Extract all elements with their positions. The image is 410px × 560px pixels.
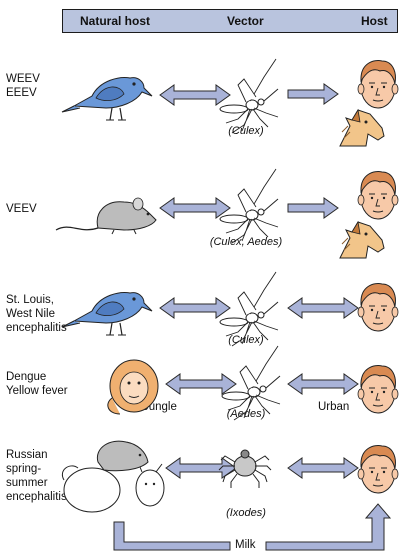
human-head-icon <box>357 365 399 414</box>
human-head-icon <box>357 445 399 494</box>
horse-head-icon <box>339 109 385 147</box>
row-4-label: Dengue Yellow fever <box>6 370 68 398</box>
double-arrow-icon <box>159 84 231 106</box>
double-arrow-icon <box>287 457 359 479</box>
bird-icon <box>61 76 153 121</box>
row-1-label: WEEV EEEV <box>6 72 40 100</box>
double-arrow-icon <box>287 373 359 395</box>
mosquito-icon <box>219 168 279 244</box>
milk-arrow-icon <box>113 503 392 551</box>
row-5-label-line-4: encephalitis <box>6 491 67 503</box>
column-header-bar: Natural host Vector Host <box>62 9 398 33</box>
human-head-icon <box>357 60 399 109</box>
row-4-label-line-1: Dengue <box>6 371 47 383</box>
row-3-label-line-1: St. Louis, <box>6 294 54 306</box>
row-5-label-line-1: Russian <box>6 449 48 461</box>
row-5-label-line-2: spring- <box>6 463 42 475</box>
urban-label: Urban <box>318 401 350 413</box>
row-5-label-line-3: summer <box>6 477 48 489</box>
row-5-label: Russian spring- summer encephalitis <box>6 448 67 504</box>
double-arrow-icon <box>287 297 359 319</box>
milk-label: Milk <box>235 539 256 551</box>
right-arrow-icon <box>287 83 339 105</box>
right-arrow-icon <box>287 197 339 219</box>
row-1-label-line-2: EEEV <box>6 87 37 99</box>
row-1-vector-label: (Culex) <box>228 125 264 137</box>
rodent-icon <box>55 197 157 235</box>
double-arrow-icon <box>159 297 231 319</box>
monkey-icon <box>107 359 159 415</box>
header-vector: Vector <box>227 14 264 28</box>
bird-icon <box>61 291 153 336</box>
row-3-label: St. Louis, West Nile encephalitis <box>6 293 67 335</box>
horse-head-icon <box>339 221 385 259</box>
row-4-label-line-2: Yellow fever <box>6 385 68 397</box>
header-natural-host: Natural host <box>80 14 151 28</box>
row-2-label: VEEV <box>6 202 37 216</box>
row-1-label-line-1: WEEV <box>6 73 40 85</box>
row-3-label-line-2: West Nile <box>6 308 55 320</box>
header-host: Host <box>361 14 388 28</box>
human-head-icon <box>357 283 399 332</box>
double-arrow-icon <box>165 457 237 479</box>
row-5-vector-label: (Ixodes) <box>226 507 266 519</box>
double-arrow-icon <box>159 197 231 219</box>
row-3-label-line-3: encephalitis <box>6 322 67 334</box>
row-2-vector-label: (Culex, Aedes) <box>209 236 283 248</box>
sheep-goat-rodent-icon <box>62 440 165 513</box>
double-arrow-icon <box>165 373 237 395</box>
row-2-label-line-1: VEEV <box>6 203 37 215</box>
human-head-icon <box>357 171 399 220</box>
